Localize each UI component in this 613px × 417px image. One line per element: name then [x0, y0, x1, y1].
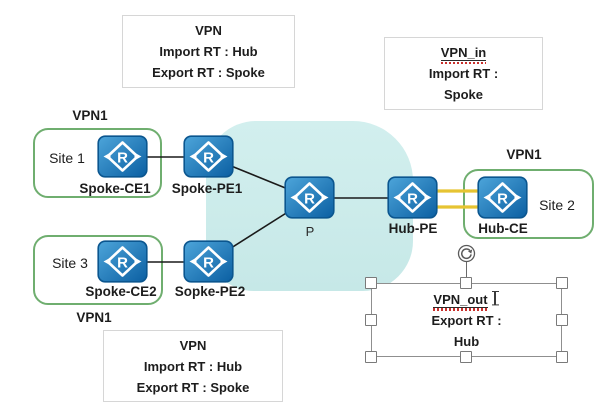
callout-import-rt: Import RT :	[428, 66, 499, 81]
router-p[interactable]: R	[284, 176, 335, 219]
site2-name[interactable]: Site 2	[539, 197, 575, 213]
router-icon: R	[183, 135, 234, 178]
callout-title: VPN	[195, 23, 222, 38]
spoke-pe1-label[interactable]: Spoke-PE1	[171, 181, 243, 196]
selection-handle-bottom-middle[interactable]	[460, 351, 472, 363]
router-hub-ce[interactable]: R	[477, 176, 528, 219]
site2-box[interactable]	[463, 169, 594, 239]
callout-spoke-policy-bottom[interactable]: VPN Import RT : Hub Export RT : Spoke	[103, 330, 283, 402]
router-icon: R	[477, 176, 528, 219]
spoke-ce1-label[interactable]: Spoke-CE1	[79, 181, 151, 196]
callout-rt-value: Spoke	[443, 87, 483, 102]
router-hub-pe[interactable]: R	[387, 176, 438, 219]
callout-vpn-out[interactable]: VPN_out Export RT : Hub	[371, 283, 562, 357]
callout-export-rt: Export RT :	[431, 312, 502, 328]
callout-title: VPN	[179, 337, 207, 353]
selection-handle-top-left[interactable]	[365, 277, 377, 289]
misspelled-word: VPN_in	[440, 45, 487, 61]
callout-export-rt: Export RT : Spoke	[136, 379, 250, 395]
site3-box[interactable]	[33, 235, 163, 305]
hub-pe-label[interactable]: Hub-PE	[388, 221, 438, 236]
router-icon: R	[97, 240, 148, 283]
callout-import-rt: Import RT : Hub	[143, 358, 243, 374]
callout-import-rt: Import RT : Hub	[159, 44, 258, 59]
router-spoke-pe1[interactable]: R	[183, 135, 234, 178]
selection-handle-bottom-right[interactable]	[556, 351, 568, 363]
router-icon: R	[284, 176, 335, 219]
vpn1-label-site2[interactable]: VPN1	[506, 147, 542, 162]
rotation-handle-stem	[466, 262, 468, 278]
site1-name[interactable]: Site 1	[49, 150, 85, 166]
site1-box[interactable]	[33, 128, 162, 198]
router-glyph: R	[203, 150, 214, 167]
router-icon: R	[387, 176, 438, 219]
rotate-icon[interactable]	[457, 244, 476, 268]
i-beam-cursor-icon	[491, 290, 500, 306]
hub-ce-label[interactable]: Hub-CE	[478, 221, 528, 236]
router-sopke-pe2[interactable]: R	[183, 240, 234, 283]
router-spoke-ce2[interactable]: R	[97, 240, 148, 283]
router-glyph: R	[407, 191, 418, 208]
selection-handle-middle-right[interactable]	[556, 314, 568, 326]
router-spoke-ce1[interactable]: R	[97, 135, 148, 178]
vpn1-label-site3[interactable]: VPN1	[76, 310, 112, 325]
misspelled-word: VPN_out	[433, 291, 488, 308]
callout-vpn-in[interactable]: VPN_in Import RT : Spoke	[384, 37, 543, 110]
site3-name[interactable]: Site 3	[52, 255, 88, 271]
selection-handle-top-middle[interactable]	[460, 277, 472, 289]
selection-handle-bottom-left[interactable]	[365, 351, 377, 363]
selection-handle-top-right[interactable]	[556, 277, 568, 289]
router-icon: R	[97, 135, 148, 178]
router-glyph: R	[203, 255, 214, 272]
router-glyph: R	[117, 255, 128, 272]
callout-spoke-policy-top[interactable]: VPN Import RT : Hub Export RT : Spoke	[122, 15, 295, 88]
router-glyph: R	[497, 191, 508, 208]
vpn1-label-site1[interactable]: VPN1	[72, 108, 108, 123]
selection-handle-middle-left[interactable]	[365, 314, 377, 326]
router-icon: R	[183, 240, 234, 283]
callout-rt-value: Hub	[453, 333, 480, 349]
router-glyph: R	[304, 191, 315, 208]
spoke-ce2-label[interactable]: Spoke-CE2	[85, 284, 157, 299]
sopke-pe2-label[interactable]: Sopke-PE2	[174, 284, 246, 299]
router-glyph: R	[117, 150, 128, 167]
callout-export-rt: Export RT : Spoke	[152, 65, 265, 80]
p-label[interactable]: P	[305, 224, 315, 239]
